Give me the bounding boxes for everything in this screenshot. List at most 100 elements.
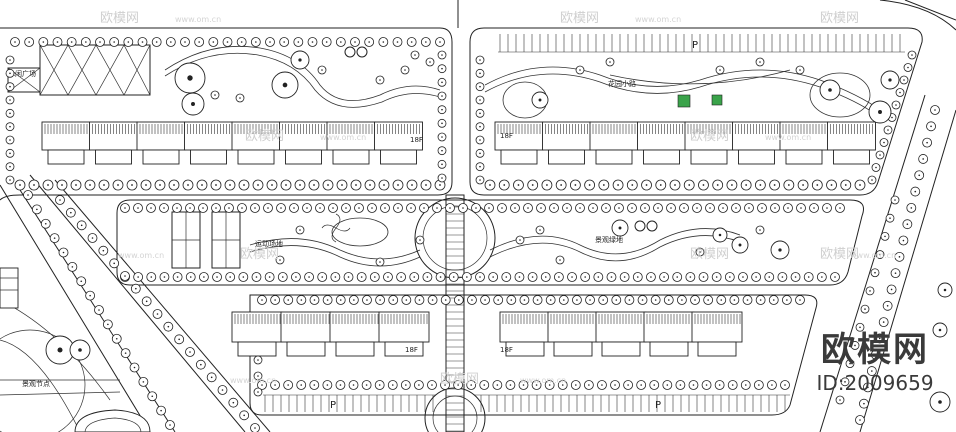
tree-symbol [753,380,764,390]
unit-balcony [548,149,585,165]
tree-symbol [461,272,472,282]
tree-symbol [165,37,176,47]
tree-symbol [5,55,15,65]
edge-buildings [0,267,151,432]
tree-symbol [894,251,905,262]
diagonal-road [859,109,956,432]
tree-symbol [296,295,307,305]
tree-symbol [304,272,314,282]
tree-symbol [375,75,385,85]
tree-symbol [619,272,630,282]
tree-symbol [544,380,555,390]
road-curve [879,0,956,31]
tree-symbol [5,175,15,185]
tree-symbol [549,203,559,213]
tree-symbol [335,380,346,390]
tree-symbol [251,272,262,282]
tree-symbol [632,272,643,282]
tree-symbol [545,295,556,305]
tree-symbol [257,295,267,305]
residential-unit [547,311,599,343]
tree-symbol [683,179,695,191]
unit-balcony [335,341,375,357]
tree-symbol [605,57,615,67]
watermark-site: www.om.cn [175,15,221,24]
tree-symbol [886,284,897,295]
tree-symbol [283,380,294,390]
tree-symbol [69,339,91,361]
tree-symbol [855,322,865,332]
stamp-brand: 欧模网 [821,330,929,370]
tree-symbol [835,395,845,405]
tree-symbol [440,295,451,305]
tree-symbol [159,203,169,213]
tree-symbol [865,286,875,296]
tree-symbol [623,380,633,390]
tree-symbol [5,82,15,92]
unit-balcony [380,149,417,165]
tree-symbol [354,203,364,213]
tree-symbol [270,295,281,305]
unit-balcony [833,149,870,165]
tree-symbol [275,255,285,265]
tree-symbol [94,305,104,315]
watermark-site: www.om.cn [320,133,366,142]
tree-symbol [655,179,667,191]
tree-symbol [335,37,346,47]
tree-symbol [174,334,185,345]
tree-symbol [718,203,728,213]
tree-symbol [212,272,222,282]
tree-symbol [70,179,82,191]
residential-unit [231,311,283,343]
tree-symbol [129,362,140,373]
tree-symbol [767,380,777,390]
tree-symbol [518,380,529,390]
tree-symbol [279,37,290,47]
tree-symbol [666,203,676,213]
floor-labels: 18F 18F 18F 18F [405,132,513,354]
tree-symbol [437,64,447,74]
fountain-features [321,46,723,243]
unit-balcony [553,341,593,357]
tree-symbol [675,380,686,390]
tree-symbol [711,272,722,282]
unit-balcony [500,149,538,165]
tree-symbol [890,195,900,205]
watermark-site: www.om.cn [635,15,681,24]
tree-symbol [926,121,936,132]
tree-symbol [65,207,76,218]
tree-symbol [866,366,877,376]
central-green-strip [116,199,864,286]
tree-symbol [383,272,393,282]
tree-symbol [770,203,780,213]
tree-symbol [783,203,793,213]
tree-symbol [40,218,51,229]
tree-symbol [388,295,399,305]
tree-symbol [540,272,551,282]
tree-symbol [253,355,263,365]
tree-symbol [120,271,130,281]
tree-symbol [335,295,346,305]
tree-symbol [557,380,568,390]
tree-symbol [137,37,148,47]
tree-symbol [650,295,661,305]
watermark-brand: 欧模网 [820,11,859,26]
tree-symbol [585,295,595,305]
tree-symbol [369,272,380,282]
tree-symbol [294,179,306,191]
tree-symbol [535,225,545,235]
tree-symbol [757,203,767,213]
tree-symbol [646,272,656,282]
tree-symbol [932,322,948,338]
tree-symbol [769,179,781,191]
watermark-brand: 欧模网 [820,247,859,262]
tree-symbol [140,179,152,191]
tree-symbol [488,272,499,282]
tree-symbol [208,37,219,47]
tree-symbol [840,377,850,387]
tree-symbol [322,179,334,191]
tree-symbol [330,272,341,282]
tree-symbol [859,398,869,409]
tree-symbol [102,319,113,330]
